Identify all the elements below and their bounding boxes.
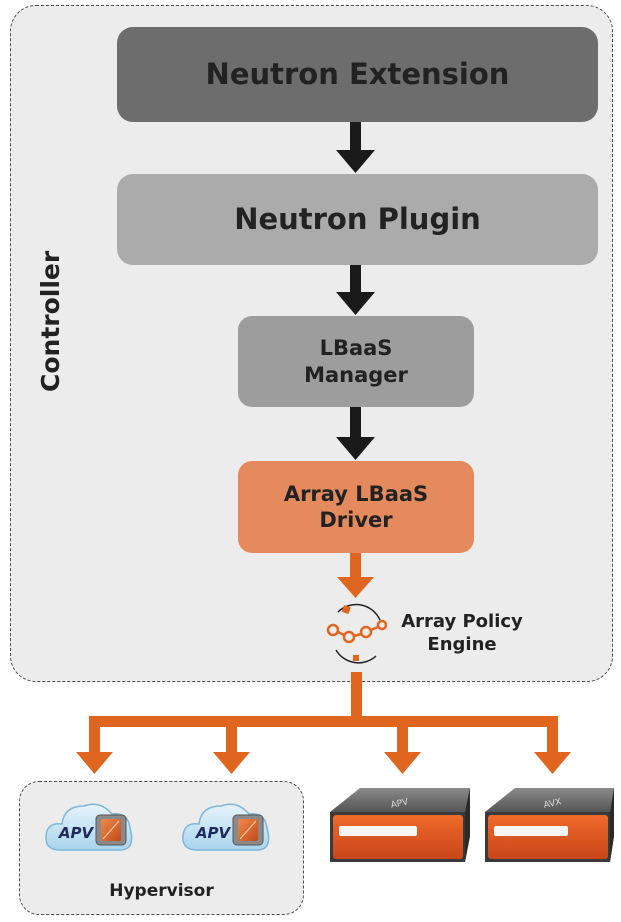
array-lbaas-driver-box: Array LBaaS Driver [238, 461, 474, 553]
hardware-avx-label: AVX [543, 797, 563, 811]
virtual-apv-label-2: APV [195, 824, 232, 842]
neutron-plugin-label: Neutron Plugin [234, 202, 481, 237]
hypervisor-label: Hypervisor [109, 881, 214, 901]
lbaas-manager-box: LBaaS Manager [238, 316, 474, 407]
arrow-plugin-to-manager [336, 265, 375, 315]
hardware-avx-appliance-icon: AVX [485, 788, 614, 862]
neutron-plugin-box: Neutron Plugin [117, 174, 598, 265]
virtual-apv-label-1: APV [58, 824, 95, 842]
neutron-extension-box: Neutron Extension [117, 27, 598, 122]
hardware-apv-label: APV [390, 797, 410, 811]
policy-engine-icon [326, 603, 388, 664]
neutron-extension-label: Neutron Extension [205, 57, 510, 92]
distribution-lines [76, 672, 571, 774]
hardware-apv-appliance-icon: APV [330, 788, 470, 862]
virtual-apv-cloud-icon-1: APV [45, 803, 133, 851]
arrow-driver-to-engine [337, 553, 374, 598]
lbaas-manager-label: LBaaS Manager [304, 336, 408, 387]
policy-engine-label: Array Policy Engine [401, 611, 523, 656]
array-lbaas-driver-label: Array LBaaS Driver [283, 481, 429, 532]
virtual-apv-cloud-icon-2: APV [182, 803, 270, 851]
arrow-extension-to-plugin [336, 122, 375, 173]
arrow-manager-to-driver [336, 407, 375, 460]
